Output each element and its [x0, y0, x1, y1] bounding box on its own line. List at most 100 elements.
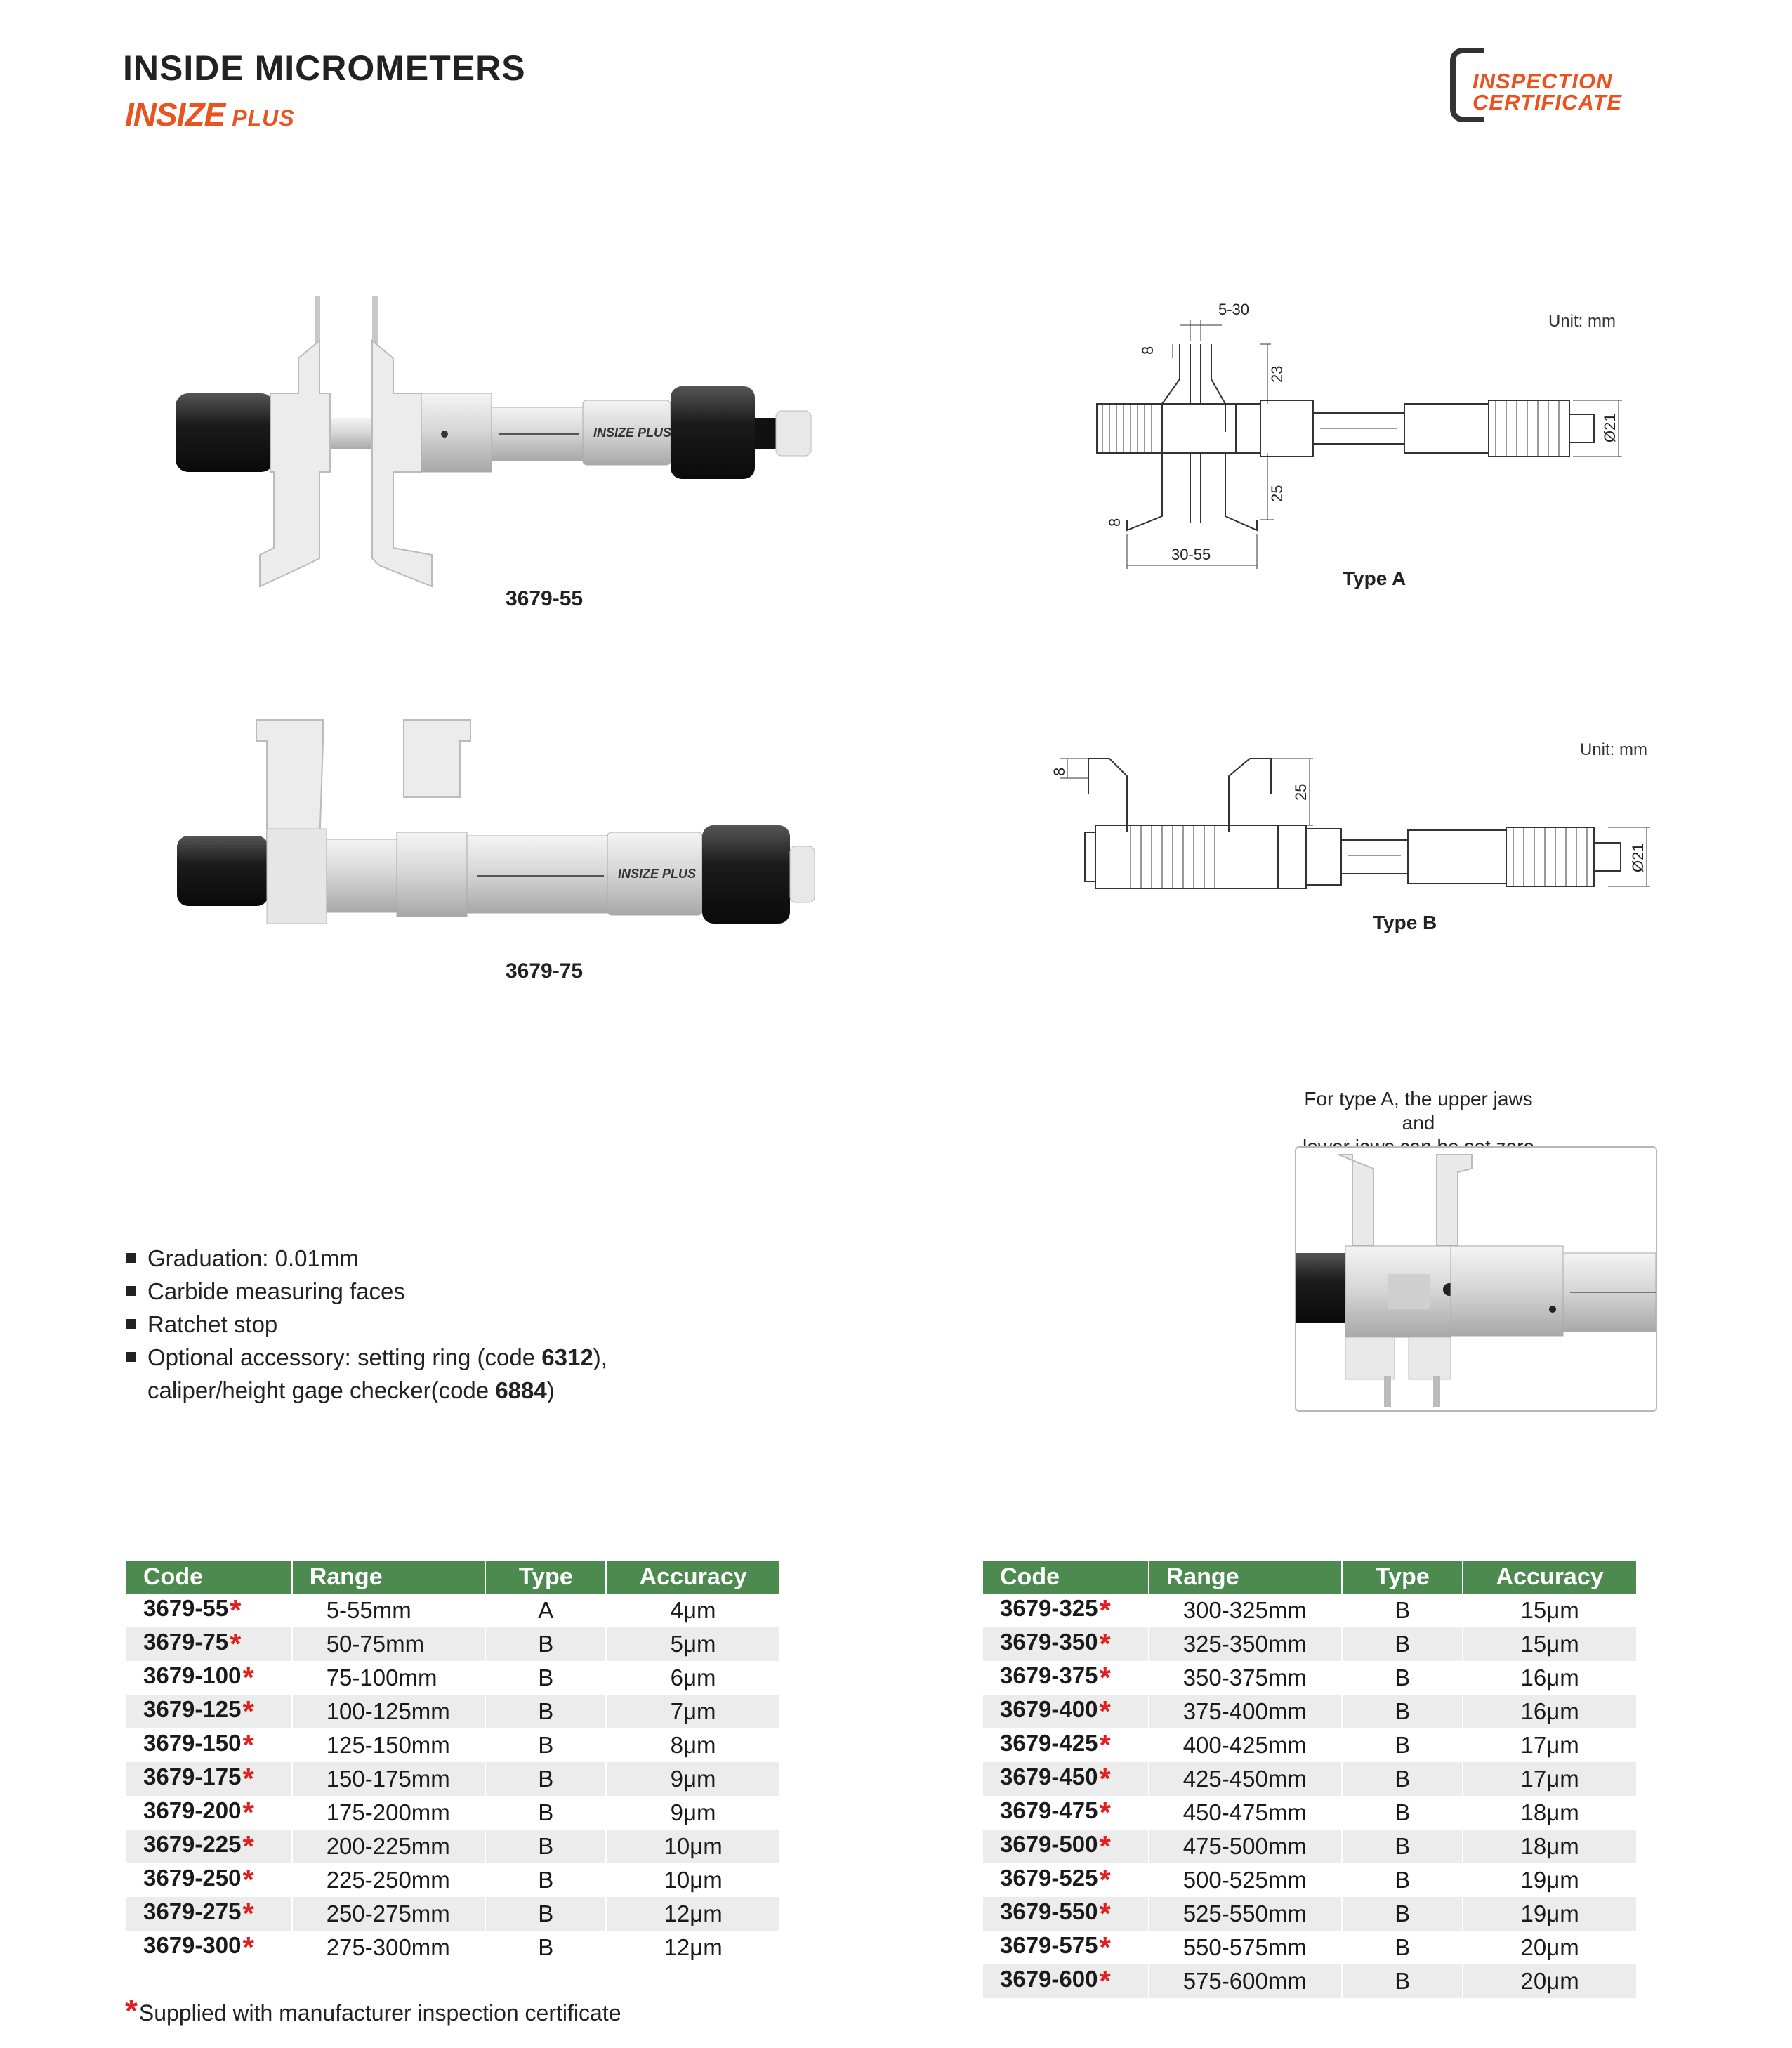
dim-diameter: Ø21 — [1629, 843, 1647, 872]
header-range: Range — [291, 1561, 487, 1594]
range-value: 550-575mm — [1182, 1934, 1307, 1960]
range-value: 575-600mm — [1182, 1968, 1307, 1994]
type-value: B — [538, 1833, 554, 1859]
asterisk-icon: * — [242, 1897, 254, 1930]
accuracy-cell: 20μm — [1463, 1964, 1638, 1998]
type-cell: B — [485, 1796, 607, 1830]
code-value: 3679-300 — [143, 1932, 242, 1958]
range-value: 50-75mm — [326, 1631, 425, 1657]
code-value: 3679-450 — [1000, 1764, 1098, 1790]
type-value: A — [538, 1597, 554, 1623]
range-cell: 100-125mm — [291, 1695, 487, 1728]
dim-23: 23 — [1268, 366, 1286, 383]
header-type: Type — [1342, 1561, 1464, 1594]
spec-table-right: Code Range Type Accuracy 3679-325*300-32… — [983, 1561, 1638, 1998]
type-value: B — [538, 1631, 554, 1657]
code-value: 3679-475 — [1000, 1797, 1098, 1823]
type-value: B — [1395, 1799, 1411, 1825]
accuracy-value: 15μm — [1520, 1597, 1579, 1623]
feature-ratchet-stop: Ratchet stop — [126, 1308, 607, 1341]
certificate-bracket-icon — [1450, 48, 1484, 122]
accuracy-value: 10μm — [664, 1867, 723, 1893]
accuracy-value: 8μm — [670, 1732, 716, 1758]
range-value: 475-500mm — [1182, 1833, 1307, 1859]
code-cell: 3679-400* — [983, 1695, 1149, 1728]
asterisk-icon: * — [242, 1695, 254, 1728]
header-code: Code — [126, 1561, 293, 1594]
type-cell: B — [485, 1762, 607, 1796]
type-value: B — [1395, 1901, 1411, 1926]
accuracy-value: 6μm — [670, 1665, 716, 1691]
asterisk-icon: * — [1099, 1762, 1111, 1795]
range-cell: 450-475mm — [1148, 1796, 1343, 1830]
accuracy-cell: 12μm — [606, 1931, 781, 1964]
code-value: 3679-150 — [143, 1730, 242, 1756]
accuracy-cell: 18μm — [1463, 1796, 1638, 1830]
accuracy-value: 4μm — [670, 1597, 716, 1623]
code-cell: 3679-75* — [126, 1627, 293, 1661]
type-value: B — [538, 1698, 554, 1724]
asterisk-icon: * — [1099, 1863, 1111, 1896]
code-cell: 3679-250* — [126, 1863, 293, 1897]
code-value: 3679-500 — [1000, 1831, 1098, 1857]
code-value: 3679-55 — [143, 1595, 229, 1621]
type-cell: B — [1342, 1964, 1464, 1998]
dim-8-top: 8 — [1139, 346, 1157, 355]
range-value: 100-125mm — [326, 1698, 450, 1724]
accuracy-value: 20μm — [1520, 1968, 1579, 1994]
code-cell: 3679-55* — [126, 1594, 293, 1627]
code-cell: 3679-325* — [983, 1594, 1149, 1627]
range-value: 175-200mm — [326, 1799, 450, 1825]
accuracy-value: 18μm — [1520, 1833, 1579, 1859]
accuracy-cell: 4μm — [606, 1594, 781, 1627]
brand-name: INSIZE — [125, 96, 225, 133]
product-photo-3679-75: INSIZE PLUS — [177, 719, 815, 924]
asterisk-icon: * — [242, 1762, 254, 1795]
header-range: Range — [1148, 1561, 1343, 1594]
code-cell: 3679-225* — [126, 1830, 293, 1863]
code-cell: 3679-450* — [983, 1762, 1149, 1796]
code-value: 3679-525 — [1000, 1865, 1098, 1891]
code-cell: 3679-200* — [126, 1796, 293, 1830]
type-a-detail-photo — [1295, 1146, 1657, 1412]
type-value: B — [538, 1766, 554, 1792]
accuracy-value: 20μm — [1520, 1934, 1579, 1960]
accuracy-cell: 17μm — [1463, 1728, 1638, 1762]
type-value: B — [538, 1934, 554, 1960]
asterisk-icon: * — [1099, 1897, 1111, 1930]
code-cell: 3679-100* — [126, 1661, 293, 1695]
accuracy-cell: 19μm — [1463, 1897, 1638, 1931]
asterisk-icon: * — [1099, 1830, 1111, 1863]
code-value: 3679-275 — [143, 1898, 242, 1924]
code-value: 3679-175 — [143, 1764, 242, 1790]
type-cell: B — [1342, 1661, 1464, 1695]
code-cell: 3679-300* — [126, 1931, 293, 1964]
range-value: 350-375mm — [1182, 1665, 1307, 1691]
dim-8: 8 — [1050, 768, 1068, 776]
dim-25: 25 — [1292, 784, 1310, 801]
range-cell: 500-525mm — [1148, 1863, 1343, 1897]
range-cell: 475-500mm — [1148, 1830, 1343, 1863]
code-value: 3679-200 — [143, 1797, 242, 1823]
accuracy-value: 12μm — [664, 1934, 723, 1960]
type-value: B — [1395, 1766, 1411, 1792]
accuracy-cell: 16μm — [1463, 1661, 1638, 1695]
type-cell: B — [1342, 1897, 1464, 1931]
code-value: 3679-375 — [1000, 1662, 1098, 1688]
code-cell: 3679-350* — [983, 1627, 1149, 1661]
accuracy-value: 7μm — [670, 1698, 716, 1724]
drawing-type-a: 5-30 8 23 25 8 30-55 Ø21 — [1096, 301, 1622, 569]
range-value: 75-100mm — [326, 1665, 437, 1691]
accuracy-cell: 17μm — [1463, 1762, 1638, 1796]
code-cell: 3679-375* — [983, 1661, 1149, 1695]
asterisk-icon: * — [242, 1931, 254, 1964]
